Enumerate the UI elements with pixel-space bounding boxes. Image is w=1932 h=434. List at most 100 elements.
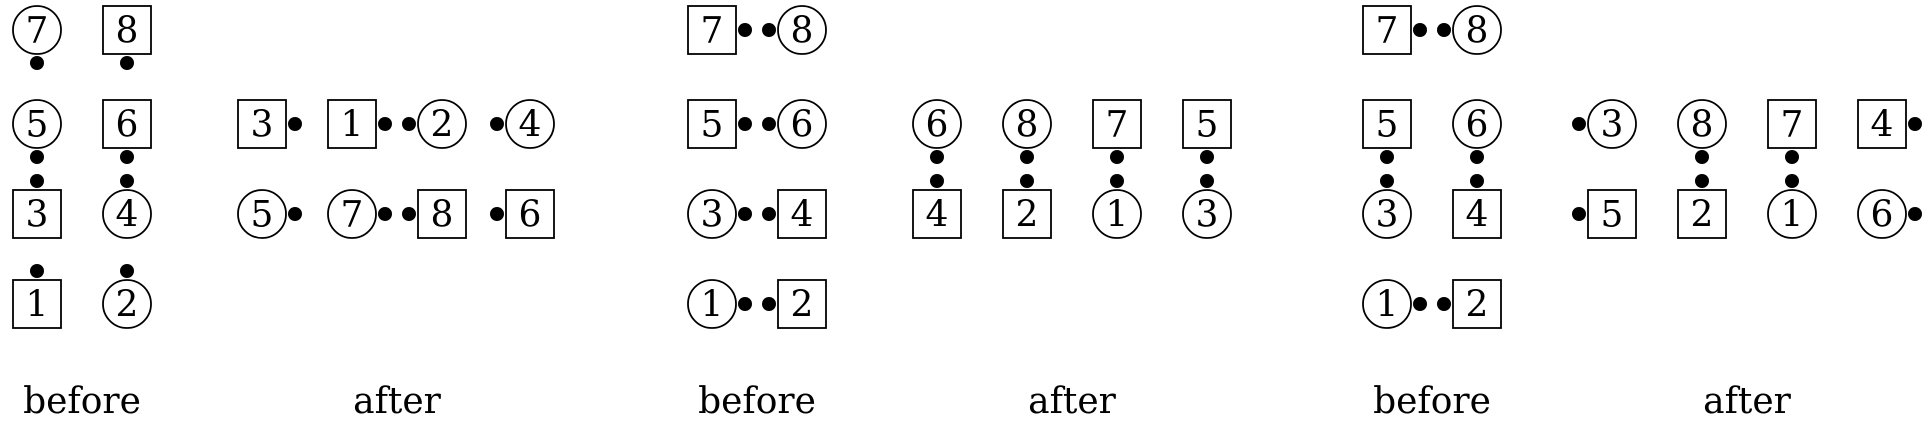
circle-node-shape [1677, 99, 1727, 149]
node-label: 6 [116, 105, 139, 146]
port-dot-top [930, 174, 944, 188]
node-label: 7 [1376, 11, 1399, 52]
node-label: 2 [1691, 195, 1714, 236]
panel-3-after-node-8: 8 [1677, 99, 1727, 164]
panel-3-after-node-5: 5 [1572, 189, 1637, 239]
port-dot-bottom [1020, 150, 1034, 164]
square-node-shape [1182, 99, 1232, 149]
square-node-shape [1677, 189, 1727, 239]
port-dot-bottom [1695, 150, 1709, 164]
port-dot-right [288, 207, 302, 221]
port-dot-bottom [1380, 150, 1394, 164]
panel-1-before-node-3: 3 [12, 174, 62, 239]
node-label: 2 [431, 105, 454, 146]
panel-3-before-node-1: 1 [1362, 279, 1427, 329]
node-label: 2 [116, 285, 139, 326]
panel-2-after-node-3: 3 [1182, 174, 1232, 239]
port-dot-right [738, 207, 752, 221]
panel-3-before-node-7: 7 [1362, 5, 1427, 55]
port-dot-right [378, 117, 392, 131]
port-dot-bottom [1200, 150, 1214, 164]
panel-1-before-node-6: 6 [102, 99, 152, 164]
circle-node-shape [777, 5, 827, 55]
panel-1-after-node-3: 3 [237, 99, 302, 149]
panel-2-before-node-8: 8 [762, 5, 827, 55]
panel-3-after-node-4: 4 [1857, 99, 1922, 149]
node-label: 7 [701, 11, 724, 52]
node-label: 5 [701, 105, 724, 146]
port-dot-bottom [930, 150, 944, 164]
panel-1-after-node-1: 1 [327, 99, 392, 149]
panel-2-before-node-7: 7 [687, 5, 752, 55]
panel-1-after-node-7: 7 [327, 189, 392, 239]
square-node-shape [1092, 99, 1142, 149]
square-node-shape [1767, 99, 1817, 149]
port-dot-top [1695, 174, 1709, 188]
panel-1-before-node-8: 8 [102, 5, 152, 70]
port-dot-top [30, 174, 44, 188]
node-label: 1 [341, 105, 364, 146]
panel-1-before-node-2: 2 [102, 264, 152, 329]
circle-node-shape [102, 189, 152, 239]
square-node-shape [912, 189, 962, 239]
node-label: 4 [1871, 105, 1894, 146]
square-node-shape [687, 99, 737, 149]
caption-before: before [23, 381, 141, 422]
panel-3-after-node-3: 3 [1572, 99, 1637, 149]
port-dot-right [1908, 207, 1922, 221]
circle-node-shape [12, 99, 62, 149]
panel-1-before-node-7: 7 [12, 5, 62, 70]
port-dot-top [1200, 174, 1214, 188]
panel-2-before-node-5: 5 [687, 99, 752, 149]
node-label: 6 [1871, 195, 1894, 236]
square-node-shape [327, 99, 377, 149]
port-dot-top [120, 174, 134, 188]
circle-node-shape [327, 189, 377, 239]
node-label: 2 [1466, 285, 1489, 326]
panel-2-after-node-4: 4 [912, 174, 962, 239]
circle-node-shape [1767, 189, 1817, 239]
circle-node-shape [1182, 189, 1232, 239]
panel-3-before-node-4: 4 [1452, 174, 1502, 239]
port-dot-bottom [1785, 150, 1799, 164]
panel-1-after-node-8: 8 [402, 189, 467, 239]
port-dot-top [1020, 174, 1034, 188]
port-dot-right [738, 297, 752, 311]
port-dot-right [1908, 117, 1922, 131]
port-dot-right [288, 117, 302, 131]
node-label: 2 [1016, 195, 1039, 236]
circle-node-shape [1452, 5, 1502, 55]
circle-node-shape [687, 189, 737, 239]
node-label: 1 [1376, 285, 1399, 326]
node-label: 5 [1376, 105, 1399, 146]
panel-2-after-node-1: 1 [1092, 174, 1142, 239]
caption-after: after [1703, 381, 1792, 422]
panel-2-before-node-2: 2 [762, 279, 827, 329]
node-label: 7 [1106, 105, 1129, 146]
port-dot-left [1437, 297, 1451, 311]
panel-1-before-node-1: 1 [12, 264, 62, 329]
node-label: 4 [791, 195, 814, 236]
square-node-shape [1452, 279, 1502, 329]
panel-2-after-node-5: 5 [1182, 99, 1232, 164]
square-node-shape [1362, 5, 1412, 55]
panel-3-before-node-6: 6 [1452, 99, 1502, 164]
panel-2-after-node-6: 6 [912, 99, 962, 164]
panel-1-after-node-2: 2 [402, 99, 467, 149]
panel-2-before-node-6: 6 [762, 99, 827, 149]
square-node-shape [1362, 99, 1412, 149]
panel-1-after-node-6: 6 [490, 189, 555, 239]
node-label: 3 [1196, 195, 1219, 236]
panel-3-after-node-1: 1 [1767, 174, 1817, 239]
node-label: 6 [519, 195, 542, 236]
node-label: 3 [1376, 195, 1399, 236]
circle-node-shape [912, 99, 962, 149]
square-node-shape [102, 5, 152, 55]
node-label: 7 [1781, 105, 1804, 146]
panel-3-after-node-6: 6 [1857, 189, 1922, 239]
panel-2-before-node-1: 1 [687, 279, 752, 329]
panel-1-after-node-4: 4 [490, 99, 555, 149]
port-dot-right [738, 23, 752, 37]
panel-1-before-node-5: 5 [12, 99, 62, 164]
